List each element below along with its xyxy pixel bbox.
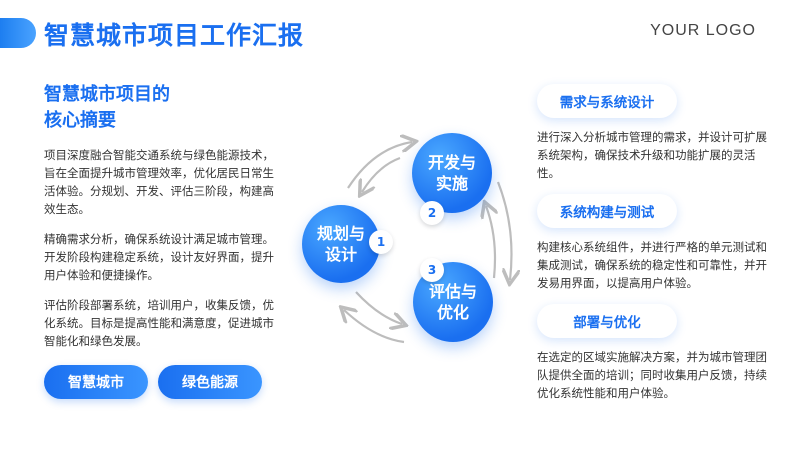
arrow-right-inner bbox=[486, 206, 495, 279]
stage-1-line1: 规划与 bbox=[316, 224, 365, 243]
stage-1-line2: 设计 bbox=[324, 245, 357, 264]
step-header-build-test[interactable]: 系统构建与测试 bbox=[537, 194, 677, 228]
step-header-deploy-optimize[interactable]: 部署与优化 bbox=[537, 304, 677, 338]
step-description-requirements: 进行深入分析城市管理的需求，并设计可扩展系统架构，确保技术升级和功能扩展的灵活性… bbox=[537, 130, 767, 180]
stage-number-2: 2 bbox=[420, 201, 444, 225]
header-accent-tab bbox=[0, 18, 36, 48]
summary-paragraph-3: 评估阶段部署系统，培训用户，收集反馈，优化系统。目标是提高性能和满意度，促进城市… bbox=[44, 298, 274, 348]
stage-3-line2: 优化 bbox=[436, 303, 469, 322]
page-title: 智慧城市项目工作汇报 bbox=[44, 21, 305, 50]
arrow-right-outer bbox=[496, 181, 512, 280]
step-description-deploy-optimize: 在选定的区域实施解决方案，并为城市管理团队提供全面的培训；同时收集用户反馈，持续… bbox=[537, 350, 767, 400]
summary-paragraph-2: 精确需求分析，确保系统设计满足城市管理。开发阶段构建稳定系统，设计友好界面，提升… bbox=[44, 232, 274, 282]
summary-paragraph-1: 项目深度融合智能交通系统与绿色能源技术，旨在全面提升城市管理效率，优化居民日常生… bbox=[44, 148, 274, 216]
stage-number-1: 1 bbox=[369, 230, 393, 254]
stage-circle-develop-implement[interactable]: 开发与 实施 bbox=[412, 133, 492, 213]
step-header-requirements[interactable]: 需求与系统设计 bbox=[537, 84, 677, 118]
stage-2-line1: 开发与 bbox=[427, 153, 476, 172]
cycle-arrows bbox=[270, 110, 540, 344]
arrow-top-outer bbox=[347, 142, 412, 189]
stage-number-3: 3 bbox=[420, 258, 444, 282]
step-description-build-test: 构建核心系统组件，并进行严格的单元测试和集成测试，确保系统的稳定性和可靠性，并开… bbox=[537, 240, 767, 290]
stage-3-line1: 评估与 bbox=[428, 282, 477, 301]
stage-2-line2: 实施 bbox=[435, 174, 468, 193]
arrow-bottom-outer bbox=[344, 310, 405, 344]
summary-title-line2: 核心摘要 bbox=[44, 110, 116, 131]
stage-circle-plan-design[interactable]: 规划与 设计 bbox=[302, 205, 380, 283]
summary-title-line1: 智慧城市项目的 bbox=[44, 84, 170, 105]
arrow-bottom-inner bbox=[355, 291, 402, 324]
tag-smart-city[interactable]: 智慧城市 bbox=[44, 365, 148, 399]
arrow-top-inner bbox=[362, 156, 401, 192]
tag-green-energy[interactable]: 绿色能源 bbox=[158, 365, 262, 399]
logo-text: YOUR LOGO bbox=[650, 22, 756, 39]
summary-title: 智慧城市项目的 核心摘要 bbox=[44, 82, 274, 134]
